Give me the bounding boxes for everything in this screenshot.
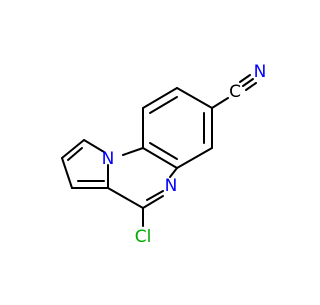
nitrile-carbon-label: C — [229, 82, 241, 102]
imine-nitrogen-label: N — [165, 176, 178, 196]
bond-c9-c8-inner — [149, 96, 178, 114]
bond-c9a-n-pyrrole — [122, 147, 144, 156]
bond-nitrile-triple-2 — [239, 74, 251, 83]
bond-c6-c5a — [176, 147, 213, 169]
benzene-ring — [142, 87, 213, 169]
bond-nitrile-triple-3 — [245, 82, 257, 91]
bond-c5a-c9a — [142, 147, 178, 169]
bond-c8-c7 — [176, 87, 213, 109]
bond-c7-cnitrile — [211, 97, 229, 109]
bond-n-pyrrole-c1 — [83, 139, 105, 153]
pyrrole-ring — [61, 139, 109, 189]
bond-c9-c8 — [142, 87, 178, 109]
bond-c1-c2 — [61, 139, 85, 159]
bond-nitrile-triple-1 — [242, 78, 254, 87]
bond-c4-n-imine-inner — [146, 190, 164, 201]
bond-n-imine-c5a — [169, 167, 178, 178]
bond-c3a-c4 — [107, 187, 144, 209]
molecule-structure-canvas: N N Cl C N — [61, 62, 267, 247]
pyrazine-ring — [107, 147, 178, 209]
substituents — [142, 74, 257, 227]
bond-c2-c3 — [61, 157, 73, 189]
nitrile-nitrogen-label: N — [254, 62, 267, 82]
pyrrole-nitrogen-label: N — [102, 149, 115, 169]
bond-c5a-c9a-inner — [149, 142, 178, 160]
chlorine-label: Cl — [135, 227, 152, 247]
atom-labels: N N Cl C N — [102, 62, 267, 247]
molecule-diagram: N N Cl C N — [61, 62, 267, 247]
bond-c1-c2-inner — [67, 147, 83, 161]
bond-c4-n-imine — [142, 195, 164, 209]
